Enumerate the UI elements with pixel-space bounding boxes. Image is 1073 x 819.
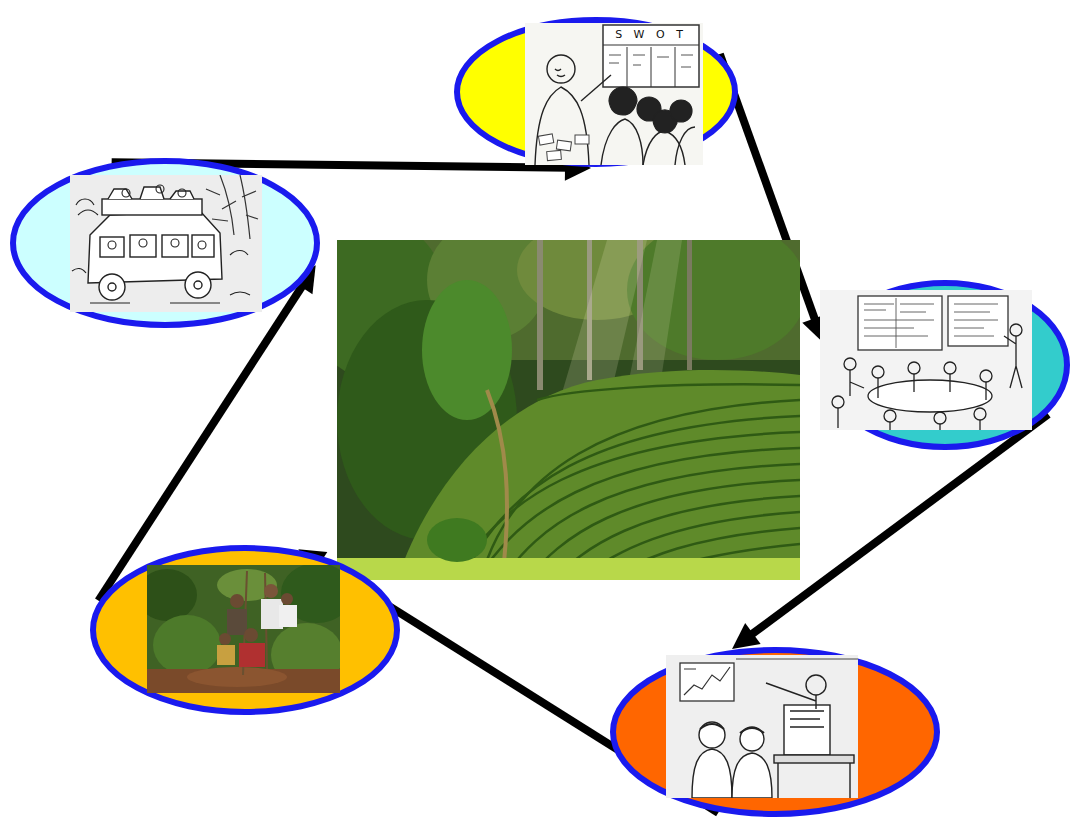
cycle-ellipse (820, 280, 1070, 450)
ellipse-shape (613, 650, 937, 814)
swot-sketch (525, 23, 703, 165)
field-work-photo (147, 565, 340, 693)
ellipse-shape (93, 548, 397, 712)
jeepney-sketch (70, 175, 262, 312)
cycle-ellipse: S W O T (454, 17, 738, 167)
tea-plantation-photo (337, 240, 800, 580)
ellipse-shape (13, 161, 317, 325)
cycle-ellipse (610, 647, 940, 817)
cycle-ellipse (10, 158, 320, 328)
node-text: S W O T (605, 27, 697, 43)
arrow-head (732, 623, 761, 649)
ellipse-shape (457, 20, 735, 164)
cycle-ellipse (90, 545, 400, 715)
presentation-sketch (666, 655, 858, 798)
meeting-sketch (820, 290, 1032, 430)
